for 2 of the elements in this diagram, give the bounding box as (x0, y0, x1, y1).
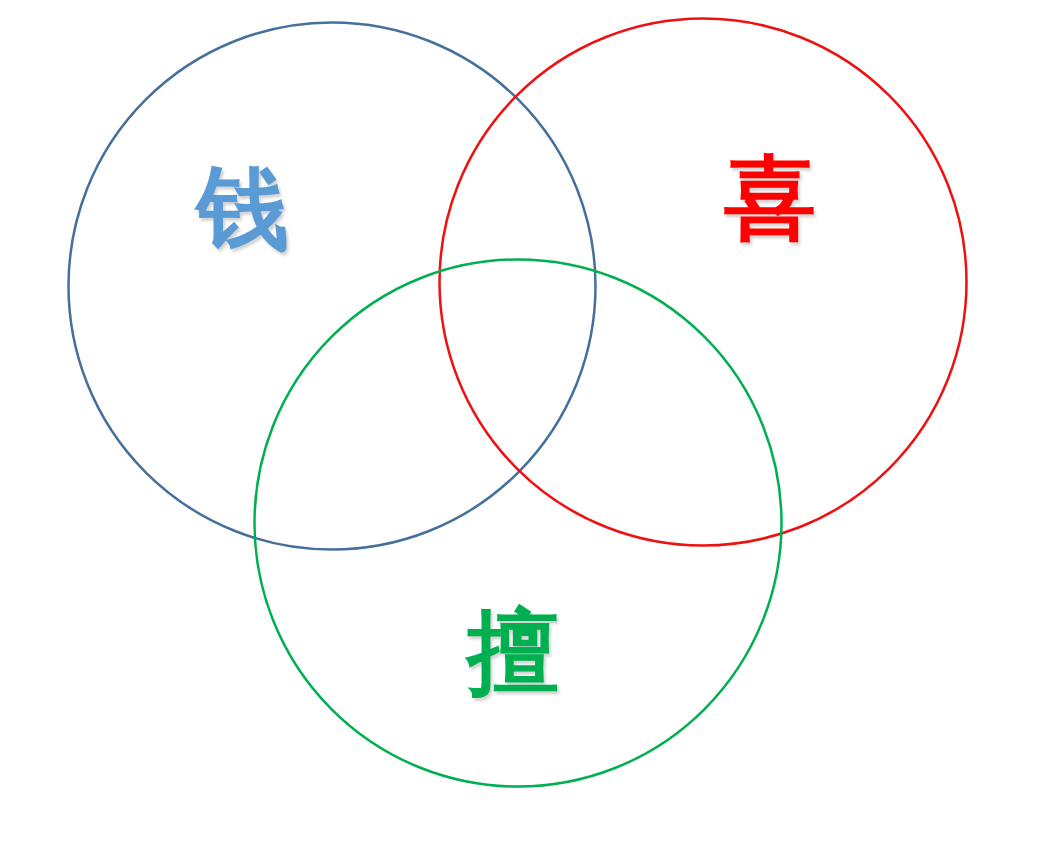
set-label: 擅 (467, 606, 559, 698)
set-label: 喜 (724, 152, 816, 244)
